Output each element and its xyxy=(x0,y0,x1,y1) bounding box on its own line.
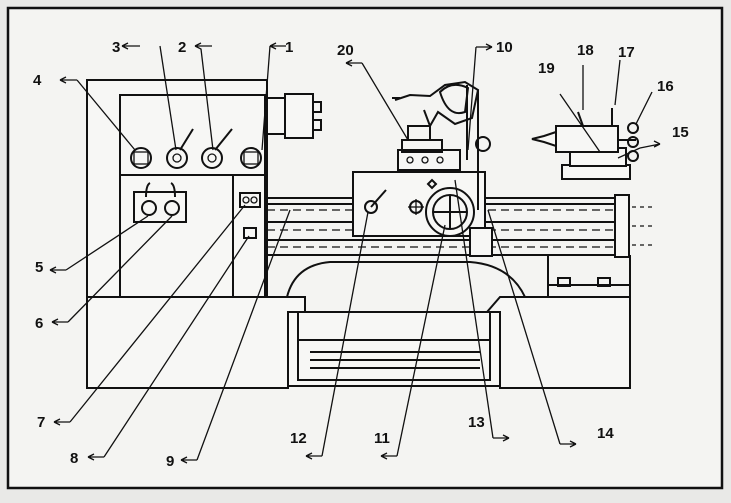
gearbox-levers xyxy=(133,182,187,223)
lathe-bed xyxy=(266,194,655,298)
selector-knob-4 xyxy=(130,147,152,169)
callout-5: 5 xyxy=(35,259,43,276)
callout-4: 4 xyxy=(33,72,42,89)
selector-knob-1 xyxy=(240,147,262,169)
callout-12: 12 xyxy=(290,430,307,447)
callout-8: 8 xyxy=(70,450,78,467)
callout-11: 11 xyxy=(374,430,390,447)
callout-1: 1 xyxy=(285,39,293,56)
callout-18: 18 xyxy=(577,42,594,59)
callout-6: 6 xyxy=(35,315,43,332)
callout-7: 7 xyxy=(37,414,45,431)
callout-20: 20 xyxy=(337,42,354,59)
callout-14: 14 xyxy=(597,425,614,442)
spindle-chuck xyxy=(266,93,322,139)
callout-17: 17 xyxy=(618,44,635,61)
lathe-base xyxy=(86,296,631,389)
selector-knob-3 xyxy=(166,128,194,169)
callout-16: 16 xyxy=(657,78,674,95)
selector-knob-2 xyxy=(201,128,233,169)
callout-labels: 1 2 3 4 5 6 7 8 9 10 11 12 13 14 15 16 1… xyxy=(33,39,689,470)
apron xyxy=(352,171,493,257)
callout-2: 2 xyxy=(178,39,186,56)
tailstock xyxy=(531,108,639,180)
callout-10: 10 xyxy=(496,39,513,56)
tool-post xyxy=(392,80,491,210)
callout-9: 9 xyxy=(166,453,174,470)
callout-3: 3 xyxy=(112,39,120,56)
callout-19: 19 xyxy=(538,60,555,77)
callout-13: 13 xyxy=(468,414,485,431)
callout-15: 15 xyxy=(672,124,689,141)
leader-lines xyxy=(49,42,661,464)
control-switch xyxy=(239,192,261,239)
